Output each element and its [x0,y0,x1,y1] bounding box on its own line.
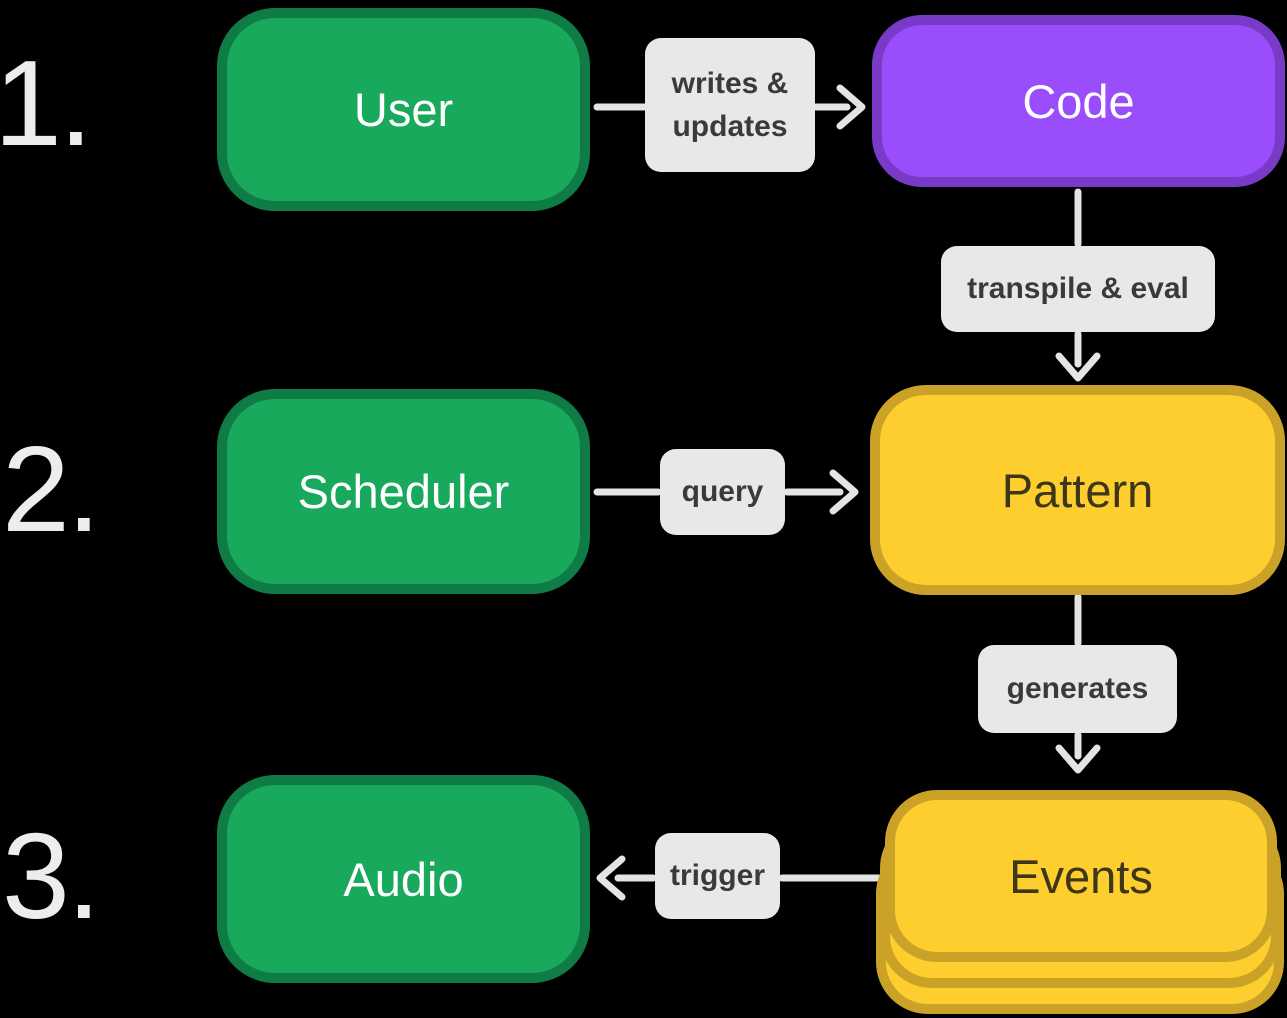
step-number-2: 2. [2,421,101,557]
edge-label-query: query [660,449,785,535]
edge-label-generates: generates [978,645,1177,733]
node-code-label: Code [1022,74,1135,128]
step-number-1: 1. [0,35,93,171]
arrow-pattern-to-events [1055,593,1101,774]
node-user-label: User [353,83,454,136]
node-audio: Audio [217,775,590,983]
arrow-code-to-pattern [1055,188,1101,382]
arrow-user-to-code [593,84,866,130]
edge-label-query-text: query [681,475,764,509]
node-events: Events [885,790,1277,962]
node-pattern: Pattern [870,385,1285,595]
edge-label-writes-updates: writes & updates [645,38,815,172]
edge-label-writes-line2: updates [672,110,788,143]
edge-label-generates-text: generates [1006,672,1149,706]
node-pattern-label: Pattern [1001,463,1154,517]
edge-label-transpile-eval: transpile & eval [941,246,1215,332]
node-events-label: Events [1009,849,1153,903]
arrow-events-to-audio [596,855,890,901]
node-scheduler-label: Scheduler [297,465,510,518]
node-code: Code [872,15,1285,187]
edge-label-transpile-text: transpile & eval [967,272,1189,306]
edge-label-writes-line1: writes & [671,66,789,100]
edge-label-trigger-text: trigger [669,859,765,893]
arrow-scheduler-to-pattern [593,469,859,515]
edge-label-trigger: trigger [655,833,780,919]
node-audio-label: Audio [343,852,464,906]
step-number-3: 3. [2,808,101,944]
node-events-stack: Events [876,790,1286,1018]
node-scheduler: Scheduler [217,389,590,594]
node-user: User [217,8,590,211]
